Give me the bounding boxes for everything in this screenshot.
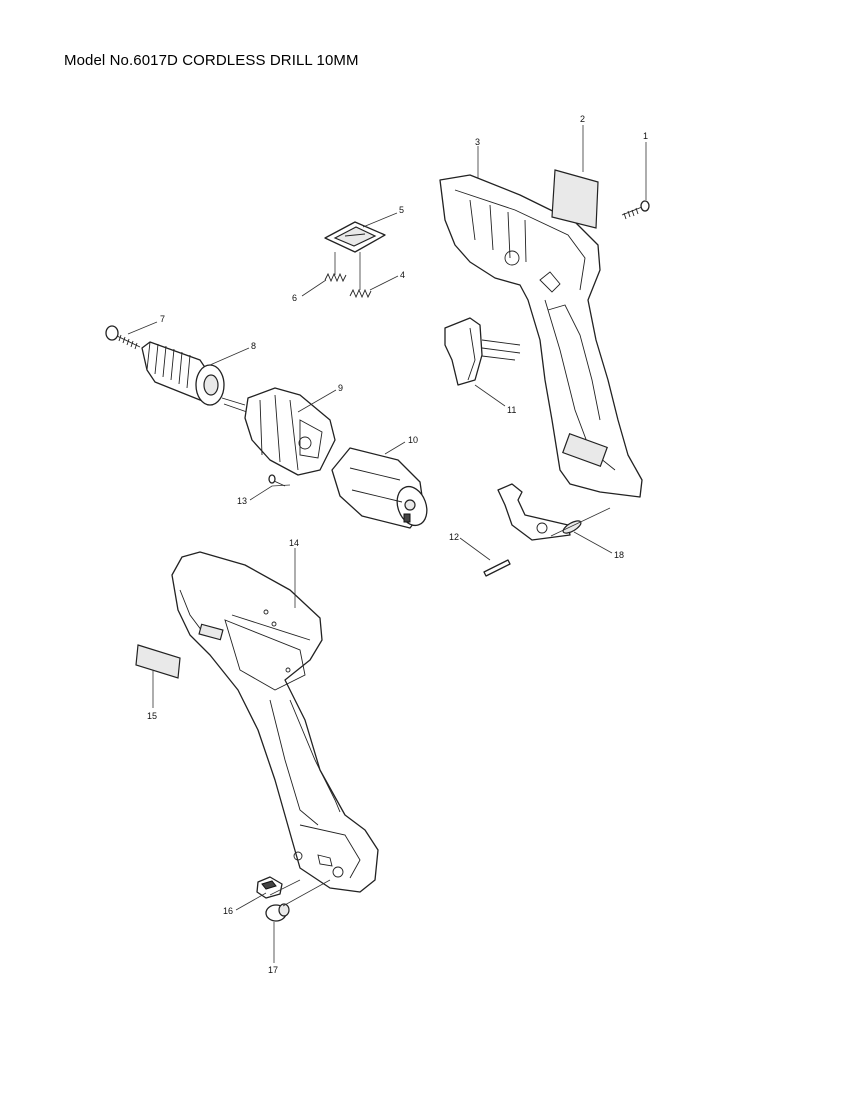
label-part-9: 9	[338, 383, 343, 393]
part-7-chuck-screw	[105, 325, 141, 350]
label-part-6: 6	[292, 293, 297, 303]
label-part-10: 10	[408, 435, 418, 445]
leader-lines	[127, 125, 647, 963]
label-part-7: 7	[160, 314, 165, 324]
part-2-label-plate	[551, 169, 599, 229]
label-part-1: 1	[643, 131, 648, 141]
part-6-spring	[324, 272, 347, 283]
label-part-4: 4	[400, 270, 405, 280]
part-13-screw	[268, 474, 286, 487]
label-part-14: 14	[289, 538, 299, 548]
label-part-12: 12	[449, 532, 459, 542]
part-5-switch-button	[324, 221, 386, 253]
part-4-spring	[349, 288, 372, 299]
label-part-15: 15	[147, 711, 157, 721]
part-1-screw	[621, 200, 650, 220]
label-part-5: 5	[399, 205, 404, 215]
part-16-clip	[256, 876, 283, 899]
label-part-17: 17	[268, 965, 278, 975]
part-18-terminal-plate	[497, 483, 582, 541]
part-14-housing-set	[171, 551, 379, 893]
part-17-cap	[265, 903, 290, 922]
label-part-3: 3	[475, 137, 480, 147]
label-part-2: 2	[580, 114, 585, 124]
part-8-keyless-chuck	[141, 341, 225, 406]
label-part-18: 18	[614, 550, 624, 560]
label-part-8: 8	[251, 341, 256, 351]
part-3-housing-half	[439, 174, 643, 498]
label-part-16: 16	[223, 906, 233, 916]
part-9-gear-housing	[221, 387, 336, 476]
page-title: Model No.6017D CORDLESS DRILL 10MM	[64, 52, 359, 69]
part-15-label	[135, 644, 181, 679]
label-part-13: 13	[237, 496, 247, 506]
part-10-motor	[331, 447, 428, 529]
label-part-11: 11	[507, 405, 516, 415]
part-number-labels: 1 2 3 4 5 6 7 8 9 10 11 12 13 14 15 16 1…	[147, 114, 648, 975]
part-11-switch	[444, 317, 521, 386]
part-12-pin	[483, 559, 511, 577]
